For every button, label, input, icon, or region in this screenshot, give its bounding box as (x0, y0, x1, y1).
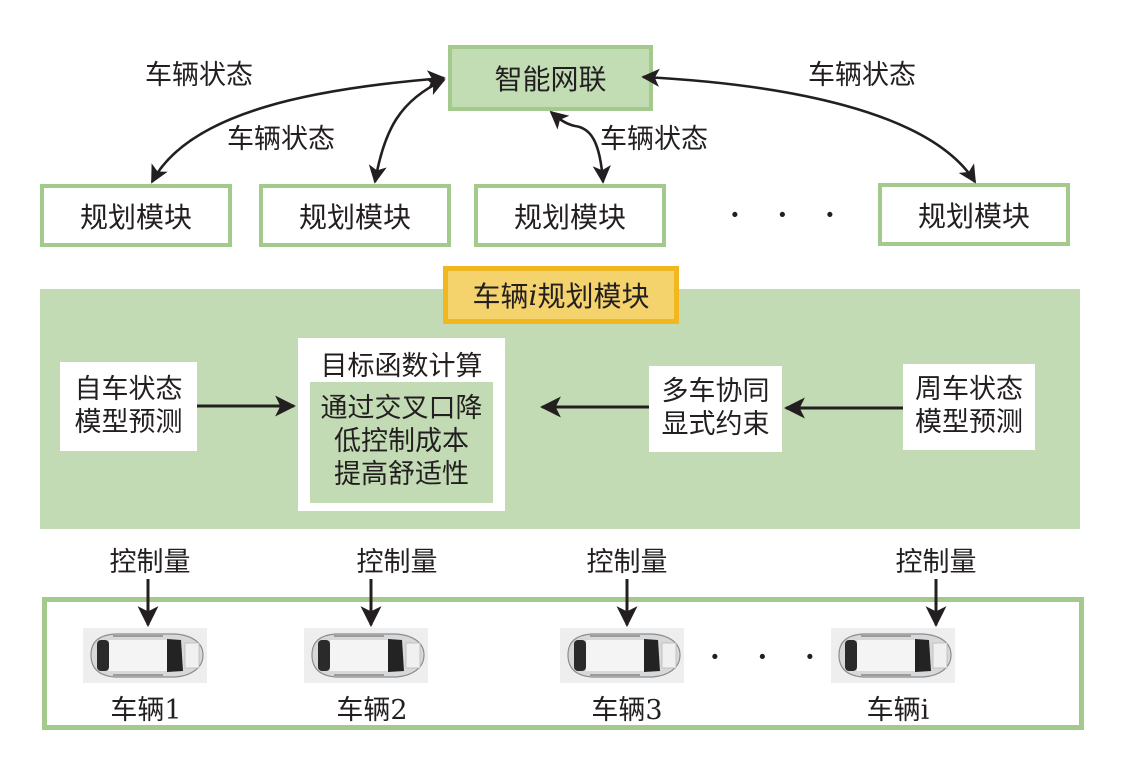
planning-module-label: 规划模块 (513, 200, 626, 234)
modules-ellipsis: · · · (730, 198, 849, 231)
planning-module-i: 规划模块 (878, 183, 1070, 246)
planning-module-label: 规划模块 (917, 199, 1030, 233)
edge-label-1: 车辆状态 (145, 60, 253, 91)
connected-vehicle-hub: 智能网联 (448, 45, 653, 111)
constraint-line-2: 显式约束 (661, 409, 770, 440)
objective-line-3: 提高舒适性 (334, 458, 469, 490)
control-label-i: 控制量 (895, 547, 977, 578)
vehicle-label-3: 车辆3 (591, 695, 663, 726)
ego-state-line-1: 自车状态 (74, 373, 183, 405)
control-label-1: 控制量 (109, 547, 191, 578)
edge-label-2: 车辆状态 (227, 124, 335, 155)
arrow-hub-module-3 (549, 110, 611, 184)
header-prefix: 车辆 (472, 280, 529, 313)
planning-module-label: 规划模块 (298, 200, 411, 234)
control-label-2: 控制量 (356, 547, 438, 578)
car-icon (831, 628, 955, 683)
vehicle-label-1: 车辆1 (110, 695, 182, 726)
objective-title: 目标函数计算 (320, 351, 483, 382)
planning-module-3: 规划模块 (474, 184, 666, 247)
header-suffix: 规划模块 (537, 280, 650, 313)
edge-label-4: 车辆状态 (808, 60, 916, 91)
car-icon (83, 628, 207, 683)
arrow-hub-module-2 (368, 78, 446, 184)
hub-label: 智能网联 (494, 63, 607, 96)
planning-module-1: 规划模块 (40, 184, 232, 247)
vehicle-label-2: 车辆2 (336, 695, 408, 726)
ego-state-line-2: 模型预测 (74, 406, 183, 438)
surround-line-2: 模型预测 (915, 407, 1023, 438)
edge-label-3: 车辆状态 (600, 124, 708, 155)
objective-function-card: 目标函数计算 通过交叉口降 低控制成本 提高舒适性 (298, 338, 505, 511)
surrounding-state-prediction: 周车状态 模型预测 (903, 364, 1035, 450)
surround-line-1: 周车状态 (915, 374, 1023, 406)
planning-module-2: 规划模块 (259, 184, 451, 247)
constraint-line-1: 多车协同 (661, 376, 770, 408)
multi-vehicle-constraint: 多车协同 显式约束 (649, 366, 782, 452)
car-icon (304, 628, 428, 683)
vehicle-label-i: 车辆i (866, 695, 930, 726)
objective-line-1: 通过交叉口降 (320, 393, 483, 425)
car-icon (560, 628, 684, 683)
header-italic-i: i (528, 278, 538, 312)
ego-state-prediction: 自车状态 模型预测 (60, 362, 197, 451)
planning-module-label: 规划模块 (79, 200, 192, 234)
control-label-3: 控制量 (586, 547, 668, 578)
objective-terms: 通过交叉口降 低控制成本 提高舒适性 (310, 382, 493, 503)
vehicles-ellipsis: · · · (710, 640, 829, 673)
objective-line-2: 低控制成本 (334, 426, 469, 458)
